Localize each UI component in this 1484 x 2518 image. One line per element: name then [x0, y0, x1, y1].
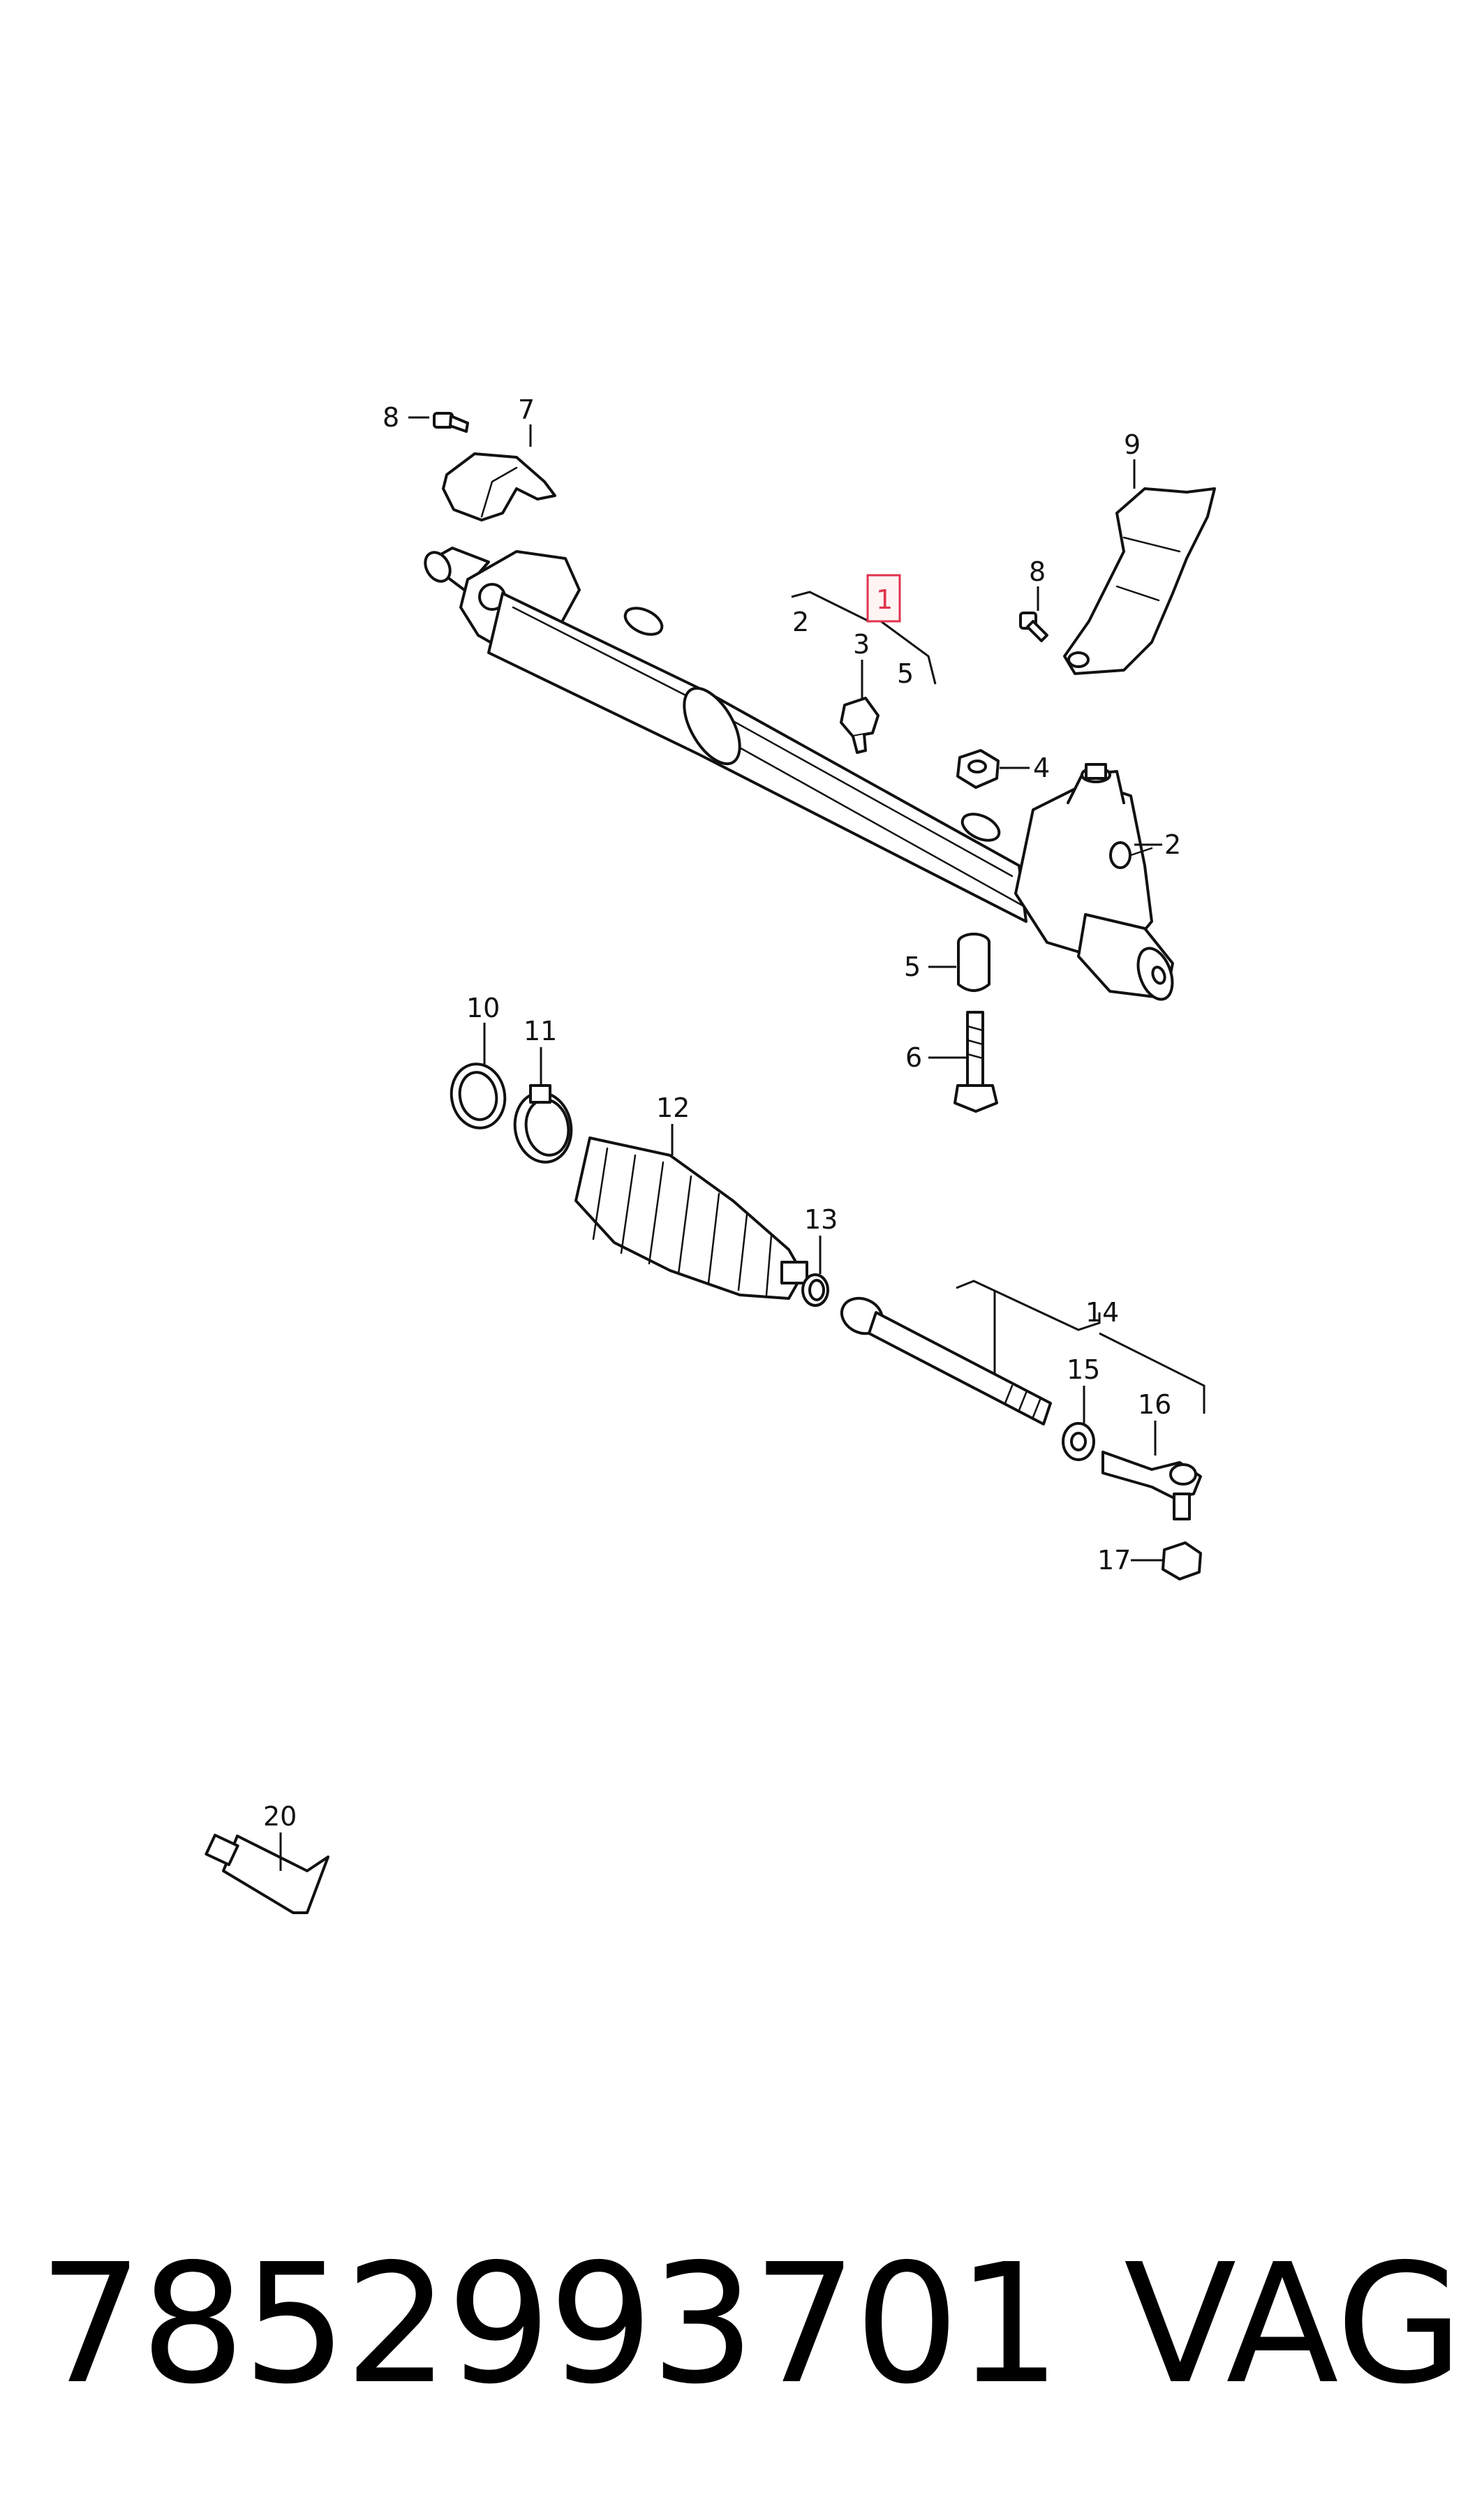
callout-8-right: 8: [1029, 556, 1046, 587]
callout-16: 16: [1138, 1389, 1171, 1420]
callout-7: 7: [518, 394, 535, 425]
nut-part-17: [1162, 1541, 1202, 1580]
bolt-part-8-right: [1019, 612, 1048, 642]
callout-17: 17: [1097, 1545, 1131, 1576]
heat-shield-part-9: [1063, 487, 1216, 675]
grease-tube-part-20: [205, 1833, 329, 1914]
part-number: 7852993701: [38, 2228, 1062, 2420]
clamp-part-11: [513, 1084, 573, 1164]
callout-10: 10: [466, 993, 500, 1023]
callout-5-top: 5: [897, 658, 914, 689]
bolt-part-6: [954, 1011, 998, 1113]
steering-rack-housing: [424, 547, 1174, 1001]
callout-labels: 8 7 9 8 1 2 3 5 4 2 5 6 10 11 12 13 14 1…: [263, 394, 1181, 1832]
bellows-boot-part-12: [574, 1136, 808, 1300]
clip-part-13: [801, 1273, 829, 1307]
callout-8-left: 8: [383, 402, 399, 433]
callout-3: 3: [853, 629, 870, 660]
callout-4: 4: [1033, 753, 1050, 783]
callout-2-right: 2: [1164, 829, 1181, 860]
lock-nut-part-15: [1062, 1422, 1095, 1461]
o-ring-part-10: [450, 1062, 507, 1130]
callout-11: 11: [524, 1016, 557, 1046]
callout-2-top: 2: [792, 607, 809, 637]
leader-lines: [279, 416, 1205, 1871]
callout-5: 5: [904, 951, 921, 982]
bleed-screw-part-3: [840, 697, 880, 754]
bushing-part-5: [957, 933, 990, 992]
callout-6: 6: [905, 1042, 922, 1073]
callout-1-highlight: [866, 574, 901, 623]
callout-9: 9: [1124, 429, 1141, 460]
tie-rod-part-14: [840, 1296, 1052, 1425]
brand-name: VAG: [1124, 2228, 1464, 2420]
tie-rod-end-part-16: [1101, 1451, 1202, 1520]
callout-13: 13: [804, 1204, 838, 1235]
clamp-bracket-part-7: [442, 452, 556, 521]
callout-15: 15: [1067, 1354, 1100, 1385]
nut-part-4: [956, 749, 1000, 789]
callout-1: 1: [876, 584, 893, 615]
callout-14: 14: [1085, 1297, 1119, 1328]
callout-20: 20: [263, 1801, 297, 1832]
bolt-part-8-left: [433, 412, 469, 433]
part-info-footer: 7852993701 VAG: [0, 2220, 1484, 2429]
callout-12: 12: [656, 1093, 690, 1123]
